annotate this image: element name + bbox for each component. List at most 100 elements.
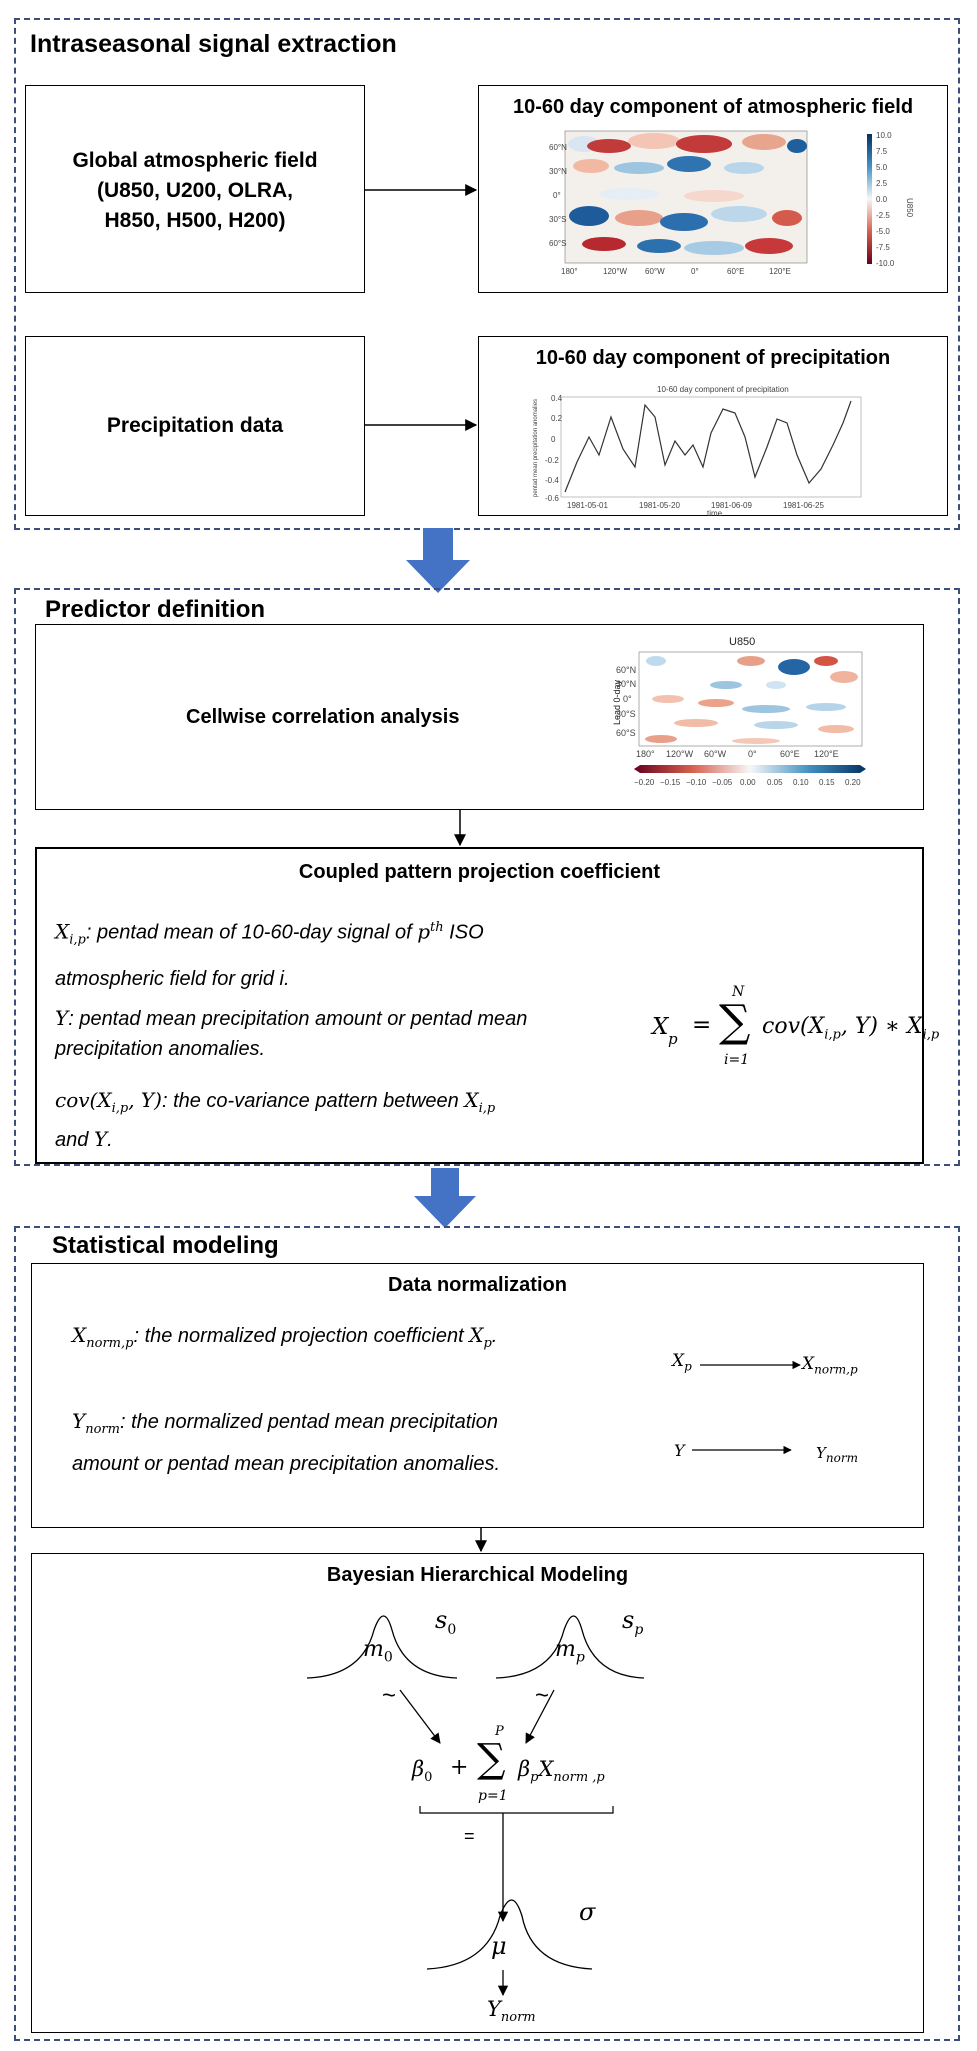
atm-lon-label: 60°E bbox=[727, 267, 744, 276]
predictor-section-title: Predictor definition bbox=[45, 596, 266, 623]
map-y-to: Ynorm bbox=[816, 1444, 858, 1465]
pred-cb-tick: 0.10 bbox=[793, 778, 809, 787]
pred-lat-label: 30°S bbox=[616, 709, 636, 719]
likelihood-mu-curve bbox=[426, 1899, 593, 1970]
bhm-title: Bayesian Hierarchical Modeling bbox=[326, 1564, 629, 1586]
ynorm-definition: Ynorm: the normalized pentad mean precip… bbox=[72, 1409, 501, 1475]
plus-sign: + bbox=[450, 1755, 469, 1780]
pred-lon-label: 120°E bbox=[814, 749, 839, 759]
xnorm-definition: Xnorm,p: the normalized projection coeff… bbox=[72, 1323, 498, 1351]
tilde-right: ~ bbox=[535, 1682, 550, 1709]
pred-lat-label: 30°N bbox=[616, 679, 636, 689]
m0-label: m0 bbox=[363, 1637, 393, 1666]
projection-formula: X p = N ∑ i=1 cov(Xi,p, Y) ∗ Xi,p bbox=[652, 984, 939, 1074]
prior-m0-curve bbox=[306, 1615, 458, 1679]
atm-cb-tick: -2.5 bbox=[876, 211, 890, 220]
precip-tick: 1981-05-20 bbox=[639, 501, 680, 510]
precip-tick: 1981-05-01 bbox=[567, 501, 608, 510]
sp-label: sp bbox=[622, 1606, 644, 1638]
atm-lon-label: 120°E bbox=[769, 267, 791, 276]
normalization-box: Data normalization Xnorm,p: the normaliz… bbox=[31, 1263, 924, 1528]
normalization-title: Data normalization bbox=[388, 1274, 567, 1296]
predictor-colorbar bbox=[634, 765, 866, 773]
precip-data-box: Precipitation data bbox=[25, 336, 365, 516]
precip-chart-title: 10-60 day component of precipitation bbox=[657, 385, 789, 394]
pred-cb-tick: −0.20 bbox=[634, 778, 655, 787]
atm-lat-label: 60°S bbox=[549, 239, 566, 248]
formula-lhs: X bbox=[652, 1014, 669, 1040]
extraction-section bbox=[14, 18, 960, 530]
pred-cb-tick: −0.05 bbox=[712, 778, 733, 787]
atm-lon-label: 180° bbox=[561, 267, 578, 276]
pred-lat-label: 60°S bbox=[616, 728, 636, 738]
def-y-line1: Y: pentad mean precipitation amount or p… bbox=[55, 1006, 528, 1030]
formula-sum-sign: ∑ bbox=[719, 996, 751, 1047]
atm-cb-tick: -10.0 bbox=[876, 259, 895, 268]
pred-cb-tick: −0.10 bbox=[686, 778, 707, 787]
formula-sum-top: N bbox=[732, 984, 745, 1000]
atm-component-title: 10-60 day component of atmospheric field bbox=[512, 96, 914, 118]
sigma-label: σ bbox=[579, 1898, 596, 1926]
precip-data-label: Precipitation data bbox=[106, 414, 284, 437]
def-x: Xi,p: pentad mean of 10-60-day signal of… bbox=[55, 909, 615, 998]
atm-lat-label: 60°N bbox=[549, 143, 567, 152]
pred-cb-tick: 0.05 bbox=[767, 778, 783, 787]
atm-cb-tick: 0.0 bbox=[876, 195, 888, 204]
modeling-section-title: Statistical modeling bbox=[52, 1232, 279, 1259]
precip-xlabel: time bbox=[707, 509, 723, 517]
precip-series-line bbox=[564, 400, 852, 493]
extraction-section-title: Intraseasonal signal extraction bbox=[30, 30, 397, 58]
atm-lon-label: 60°W bbox=[645, 267, 665, 276]
precip-tick: 0.4 bbox=[551, 394, 563, 403]
atm-lat-label: 30°S bbox=[549, 215, 566, 224]
sum-top: P bbox=[495, 1724, 504, 1739]
global-field-box: Global atmospheric field (U850, U200, OL… bbox=[25, 85, 365, 293]
tilde-left: ~ bbox=[382, 1682, 397, 1709]
formula-body: cov(Xi,p, Y) ∗ Xi,p bbox=[762, 1014, 940, 1043]
mp-label: mp bbox=[555, 1637, 585, 1666]
flow-arrow-1 bbox=[406, 528, 470, 593]
prior-mp-curve bbox=[495, 1615, 645, 1679]
def-y-line2: precipitation anomalies. bbox=[55, 1038, 266, 1060]
atm-component-box: 10-60 day component of atmospheric field bbox=[478, 85, 948, 293]
atm-lat-label: 0° bbox=[553, 191, 561, 200]
precip-tick: 0 bbox=[551, 435, 556, 444]
pred-cb-tick: 0.20 bbox=[845, 778, 861, 787]
pred-cb-tick: 0.15 bbox=[819, 778, 835, 787]
def-y: Y: pentad mean precipitation amount or p… bbox=[55, 1003, 635, 1064]
flow-arrow-2 bbox=[414, 1168, 476, 1228]
coupled-pattern-box: Coupled pattern projection coefficient X… bbox=[35, 847, 939, 1164]
precip-tick: 1981-06-09 bbox=[711, 501, 752, 510]
precip-component-title: 10-60 day component of precipitation bbox=[535, 347, 891, 369]
linear-predictor-brace bbox=[419, 1806, 614, 1814]
pred-lon-label: 60°W bbox=[704, 749, 727, 759]
precip-tick: 1981-06-25 bbox=[783, 501, 824, 510]
arrow-mp-to-betap bbox=[525, 1689, 555, 1744]
atm-component-map: 60°N 30°N 0° 30°S 60°S 180° 120°W 60°W 0… bbox=[549, 130, 914, 276]
pred-cb-tick: 0.00 bbox=[740, 778, 756, 787]
atm-colorbar bbox=[867, 134, 872, 264]
coupled-pattern-title: Coupled pattern projection coefficient bbox=[298, 861, 661, 883]
s0-label: s0 bbox=[435, 1606, 457, 1638]
ynorm-output: Ynorm bbox=[487, 1997, 536, 2026]
global-field-label: Global atmospheric field (U850, U200, OL… bbox=[72, 149, 318, 232]
predictor-map-blobs bbox=[645, 656, 858, 744]
cellwise-box: Cellwise correlation analysis U850 Lead … bbox=[35, 624, 924, 810]
atm-lat-label: 30°N bbox=[549, 167, 567, 176]
arrow-m0-to-beta0 bbox=[399, 1689, 441, 1744]
def-cov-line1: cov(Xi,p, Y): the co-variance pattern be… bbox=[55, 1088, 496, 1116]
precip-component-box: 10-60 day component of precipitation 10-… bbox=[478, 336, 948, 517]
map-x-to: Xnorm,p bbox=[802, 1354, 858, 1377]
def-cov: cov(Xi,p, Y): the co-variance pattern be… bbox=[55, 1085, 615, 1155]
beta0-label: β0 bbox=[412, 1757, 433, 1786]
formula-sum-bottom: i=1 bbox=[724, 1052, 750, 1068]
precip-tick: 0.2 bbox=[551, 414, 563, 423]
def-x-line2: atmospheric field for grid i. bbox=[55, 967, 290, 990]
normalization-arrows bbox=[692, 1360, 801, 1455]
precip-ylabel: pentad mean precipitation anomalies bbox=[533, 399, 539, 497]
precip-tick: -0.6 bbox=[545, 494, 559, 503]
precip-chart-frame bbox=[560, 396, 862, 498]
atm-lon-label: 0° bbox=[691, 267, 699, 276]
atm-map-blobs bbox=[568, 133, 807, 255]
precip-tick: -0.2 bbox=[545, 456, 559, 465]
